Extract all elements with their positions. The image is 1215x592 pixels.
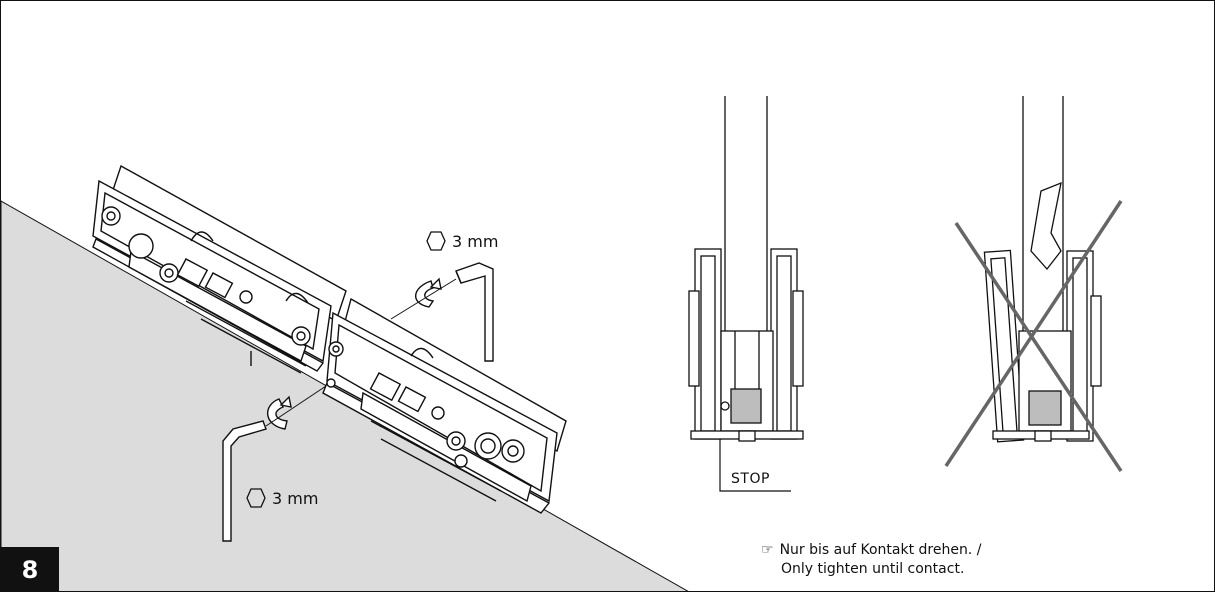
tool-size-text: 3 mm	[452, 231, 499, 251]
hex-key-icon	[426, 231, 446, 251]
correct-section-detail	[688, 96, 804, 442]
lower-leader-line	[265, 385, 327, 427]
hex-key-icon	[246, 488, 266, 508]
left-roller-unit	[92, 164, 347, 374]
wrong-cross-mark	[944, 200, 1123, 472]
note-line-2: Only tighten until contact.	[781, 561, 965, 577]
right-roller-unit	[322, 297, 567, 514]
upper-tool-size-label: 3 mm	[426, 231, 498, 251]
tool-size-text: 3 mm	[272, 488, 319, 508]
upper-hex-key	[455, 262, 494, 362]
upper-leader-line	[390, 278, 457, 320]
note-line-1: Nur bis auf Kontakt drehen. /	[779, 542, 982, 558]
lower-hex-key	[222, 420, 267, 542]
stop-label: STOP	[731, 471, 770, 487]
step-number-badge: 8	[1, 547, 59, 591]
lower-tool-size-label: 3 mm	[246, 488, 318, 508]
wrong-section-detail	[983, 96, 1102, 443]
instruction-note: ☞ Nur bis auf Kontakt drehen. / Only tigh…	[761, 541, 981, 579]
upper-rotation-arrow	[415, 277, 442, 308]
stop-leader	[719, 439, 791, 492]
pointing-hand-icon: ☞	[761, 542, 774, 558]
